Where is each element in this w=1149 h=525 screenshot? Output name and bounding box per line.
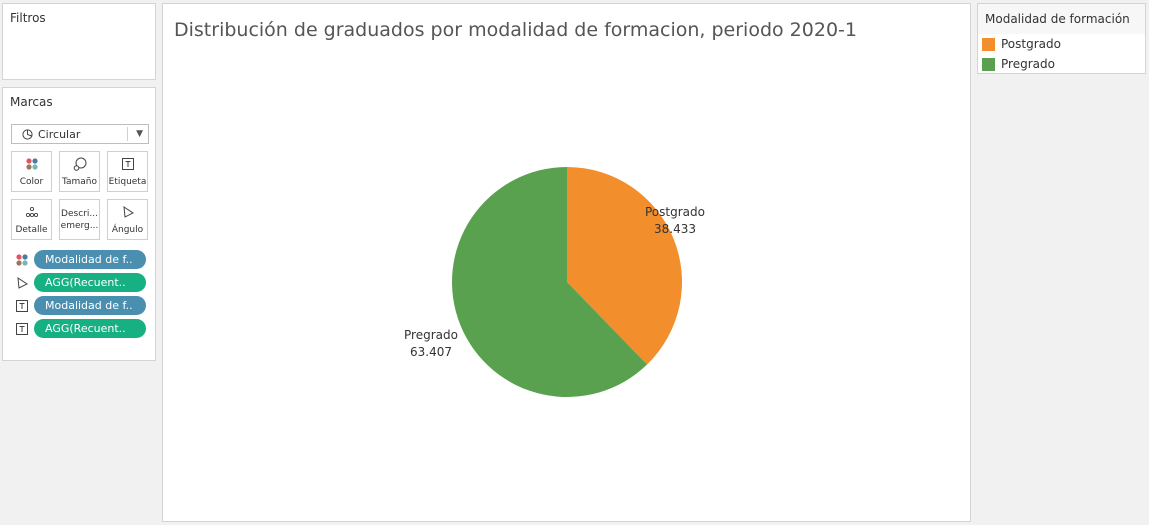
- label-label: Etiqueta: [108, 177, 147, 187]
- tooltip-label-line2: emerg...: [60, 221, 99, 231]
- pill-modalidad-color[interactable]: Modalidad de f..: [34, 250, 146, 269]
- slice-label-pregrado-name: Pregrado: [404, 328, 458, 342]
- color-label: Color: [19, 177, 44, 187]
- mark-type-label: Circular: [38, 127, 81, 141]
- label-text-icon: [121, 158, 134, 170]
- label-text-icon: [16, 300, 28, 312]
- legend-item-label: Postgrado: [1001, 37, 1061, 51]
- detail-icon: [25, 206, 38, 218]
- chart-view: Distribución de graduados por modalidad …: [162, 3, 971, 522]
- chevron-down-icon[interactable]: ▼: [136, 129, 143, 139]
- chart-title: Distribución de graduados por modalidad …: [174, 19, 857, 41]
- pie-mark-icon: [22, 128, 33, 140]
- tooltip-button[interactable]: Descri... emerg...: [59, 199, 100, 240]
- legend-title: Modalidad de formación: [985, 12, 1130, 26]
- color-dots-icon: [16, 254, 28, 266]
- label-text-icon: [16, 323, 28, 335]
- tooltip-label-line1: Descri...: [61, 209, 98, 219]
- mark-type-dropdown[interactable]: Circular ▼: [11, 124, 149, 144]
- marks-card: Marcas Circular ▼ Color Tamaño: [2, 87, 156, 361]
- detail-button[interactable]: Detalle: [11, 199, 52, 240]
- legend-panel: Modalidad de formación Postgrado Pregrad…: [977, 3, 1146, 74]
- marks-title: Marcas: [10, 95, 53, 109]
- angle-icon: [17, 276, 28, 289]
- slice-label-postgrado-name: Postgrado: [645, 205, 705, 219]
- pie-slice-postgrado[interactable]: [567, 167, 682, 365]
- color-button[interactable]: Color: [11, 151, 52, 192]
- filters-shelf[interactable]: Filtros: [2, 3, 156, 80]
- detail-label: Detalle: [15, 225, 48, 235]
- slice-label-pregrado-value: 63.407: [410, 345, 452, 359]
- legend-item-pregrado[interactable]: Pregrado: [982, 56, 1055, 72]
- pill-count-label[interactable]: AGG(Recuent..: [34, 319, 146, 338]
- color-dots-icon: [25, 158, 38, 170]
- angle-icon: [122, 205, 134, 218]
- legend-item-postgrado[interactable]: Postgrado: [982, 36, 1061, 52]
- slice-label-postgrado-value: 38.433: [654, 222, 696, 236]
- angle-button[interactable]: Ángulo: [107, 199, 148, 240]
- angle-label: Ángulo: [111, 225, 144, 235]
- filters-title: Filtros: [10, 11, 46, 25]
- legend-swatch: [982, 37, 995, 51]
- legend-header: [978, 4, 1145, 34]
- legend-swatch: [982, 57, 995, 71]
- size-label: Tamaño: [61, 177, 97, 187]
- pill-count-angle[interactable]: AGG(Recuent..: [34, 273, 146, 292]
- size-button[interactable]: Tamaño: [59, 151, 100, 192]
- size-icon: [73, 157, 86, 171]
- pie-slice-pregrado[interactable]: [451, 167, 648, 397]
- dropdown-divider: [127, 127, 128, 141]
- legend-item-label: Pregrado: [1001, 57, 1055, 71]
- pill-modalidad-label[interactable]: Modalidad de f..: [34, 296, 146, 315]
- label-button[interactable]: Etiqueta: [107, 151, 148, 192]
